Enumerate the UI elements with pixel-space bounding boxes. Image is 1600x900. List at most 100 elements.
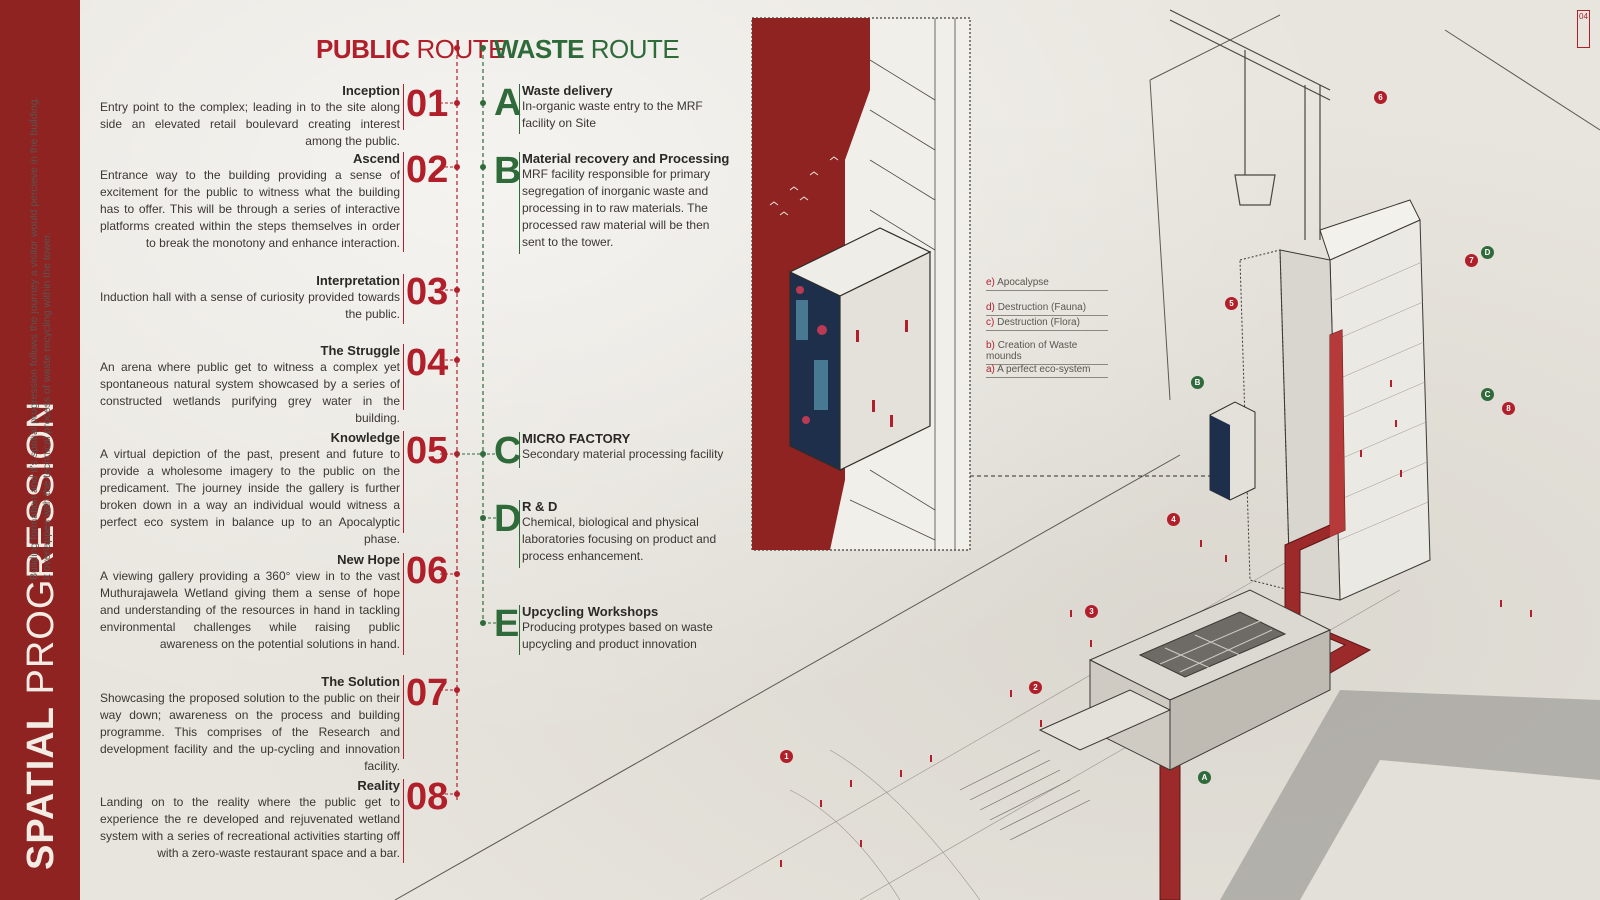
public-step-bar [403, 553, 404, 655]
map-pin-5: 5 [1225, 297, 1238, 310]
legend-key: c) [986, 317, 995, 328]
public-step-title: Ascend [353, 151, 400, 166]
public-route-bold: PUBLIC [316, 34, 410, 64]
waste-step-title: Upcycling Workshops [522, 604, 659, 619]
waste-step-desc: Producing protypes based on waste upcycl… [522, 620, 713, 651]
legend-key: e) [986, 277, 995, 288]
legend-label: Destruction (Fauna) [997, 302, 1087, 313]
gallery-legend-a: a) A perfect eco-system [986, 364, 1108, 378]
public-step-number: 08 [406, 776, 449, 818]
public-step-number: 03 [406, 271, 449, 313]
gallery-legend-c: c) Destruction (Flora) [986, 317, 1108, 331]
public-step-number: 07 [406, 672, 449, 714]
legend-key: d) [986, 302, 995, 313]
public-step-8: Reality Landing on to the reality where … [100, 778, 400, 862]
public-route-light: ROUTE [416, 34, 506, 64]
public-step-7: The Solution Showcasing the proposed sol… [100, 674, 400, 775]
gallery-legend-b: b) Creation of Waste mounds [986, 340, 1108, 365]
site-road-edge [394, 454, 1181, 900]
public-step-number: 05 [406, 430, 449, 472]
sidebar [0, 0, 80, 900]
public-step-number: 04 [406, 342, 449, 384]
public-route-dot [454, 45, 460, 51]
public-step-title: Inception [342, 83, 400, 98]
public-step-desc: Entry point to the complex; leading in t… [100, 100, 400, 148]
map-pin-3: 3 [1085, 605, 1098, 618]
map-pin-7: 7 [1465, 254, 1478, 267]
waste-route-dot [480, 45, 486, 51]
public-step-number: 01 [406, 83, 449, 125]
gallery-legend-e: e) Apocalypse [986, 277, 1108, 291]
public-step-1: Inception Entry point to the complex; le… [100, 83, 400, 150]
tower [1239, 199, 1431, 601]
waste-step-letter: C [494, 430, 522, 472]
public-step-title: The Struggle [320, 343, 400, 358]
waste-step-title: Material recovery and Processing [522, 151, 730, 166]
public-step-bar [403, 84, 404, 130]
legend-label: Destruction (Flora) [997, 317, 1080, 328]
waste-step-desc: In-organic waste entry to the MRF facili… [522, 99, 703, 130]
legend-label: Creation of Waste mounds [986, 340, 1078, 362]
waste-step-title: Waste delivery [522, 83, 613, 98]
public-step-5: Knowledge A virtual depiction of the pas… [100, 430, 400, 548]
public-step-4: The Struggle An arena where public get t… [100, 343, 400, 427]
waste-step-bar [519, 500, 520, 568]
gallery-legend-d: d) Destruction (Fauna) [986, 302, 1108, 316]
legend-label: A perfect eco-system [997, 364, 1091, 375]
map-pin-c: C [1481, 388, 1494, 401]
waste-step-e: Upcycling Workshops Producing protypes b… [522, 604, 732, 653]
legend-key: b) [986, 340, 995, 351]
waste-route-bold: WASTE [494, 34, 584, 64]
public-route-heading: PUBLIC ROUTE [316, 34, 506, 65]
legend-label: Apocalypse [997, 277, 1049, 288]
public-step-title: New Hope [337, 552, 400, 567]
public-step-3: Interpretation Induction hall with a sen… [100, 273, 400, 323]
public-step-bar [403, 274, 404, 324]
map-pin-4: 4 [1167, 513, 1180, 526]
public-step-title: Knowledge [330, 430, 400, 445]
waste-step-desc: MRF facility responsible for primary seg… [522, 167, 711, 249]
public-step-title: Reality [357, 778, 400, 793]
map-pin-d: D [1481, 246, 1494, 259]
waste-step-bar [519, 605, 520, 655]
waste-step-b: Material recovery and Processing MRF fac… [522, 151, 732, 251]
waste-step-c: MICRO FACTORY Secondary material process… [522, 431, 732, 463]
waste-step-desc: Chemical, biological and physical labora… [522, 515, 717, 563]
public-step-title: The Solution [321, 674, 400, 689]
public-step-desc: An arena where public get to witness a c… [100, 360, 400, 425]
public-step-desc: Entrance way to the building providing a… [100, 168, 400, 250]
public-step-6: New Hope A viewing gallery providing a 3… [100, 552, 400, 653]
public-step-desc: Induction hall with a sense of curiosity… [100, 290, 400, 321]
map-pin-8: 8 [1502, 402, 1515, 415]
legend-key: a) [986, 364, 995, 375]
map-pin-a: A [1198, 771, 1211, 784]
waste-step-letter: D [494, 498, 522, 540]
public-step-2: Ascend Entrance way to the building prov… [100, 151, 400, 252]
public-step-bar [403, 675, 404, 759]
waste-step-letter: E [494, 603, 520, 645]
waste-step-desc: Secondary material processing facility [522, 447, 724, 461]
waste-route-light: ROUTE [590, 34, 680, 64]
waste-step-title: MICRO FACTORY [522, 431, 631, 446]
public-step-desc: Landing on to the reality where the publ… [100, 795, 400, 860]
map-pin-1: 1 [780, 750, 793, 763]
waste-step-bar [519, 432, 520, 468]
crane [1169, 9, 1331, 240]
public-step-desc: A viewing gallery providing a 360° view … [100, 569, 400, 651]
public-step-number: 02 [406, 149, 449, 191]
public-step-title: Interpretation [316, 273, 400, 288]
waste-step-letter: B [494, 150, 522, 192]
waste-route-heading: WASTE ROUTE [494, 34, 680, 65]
public-step-desc: Showcasing the proposed solution to the … [100, 691, 400, 773]
waste-step-d: R & D Chemical, biological and physical … [522, 499, 732, 565]
map-pin-2: 2 [1029, 681, 1042, 694]
waste-step-letter: A [494, 82, 522, 124]
waste-step-title: R & D [522, 499, 558, 514]
waste-step-a: Waste delivery In-organic waste entry to… [522, 83, 732, 132]
public-step-bar [403, 344, 404, 410]
public-step-bar [403, 431, 404, 533]
lower-building [1088, 589, 1332, 771]
map-pin-b: B [1191, 376, 1204, 389]
